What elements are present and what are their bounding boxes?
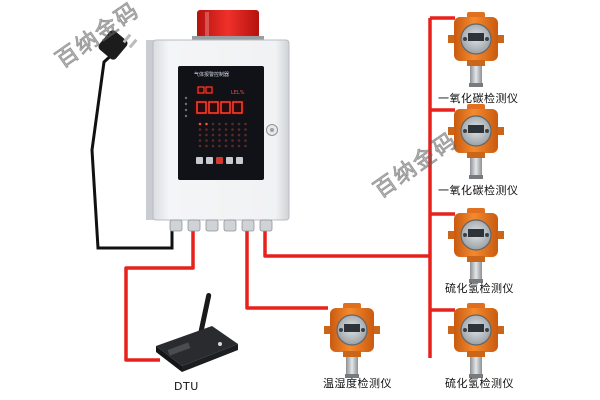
indicator-led: [224, 133, 228, 137]
controller-cabinet: [146, 10, 290, 232]
gas-detector: [448, 208, 504, 283]
indicator-led: [198, 144, 202, 148]
indicator-led: [237, 144, 241, 148]
indicator-led: [244, 139, 247, 142]
cable-glands: [169, 219, 273, 232]
wire-controller-to-bus: [263, 228, 430, 258]
detector-label-5: 温湿度检测仪: [323, 377, 392, 390]
indicator-led: [218, 128, 221, 131]
indicator-led: [224, 139, 228, 142]
indicator-led: [218, 139, 221, 142]
indicator-led: [205, 144, 208, 148]
indicator-led: [244, 133, 247, 137]
indicator-led: [231, 139, 234, 142]
gas-detector: [448, 12, 504, 87]
indicator-led: [231, 133, 234, 137]
gas-detector: [448, 104, 504, 179]
indicator-led: [198, 122, 202, 126]
panel-key-button[interactable]: [206, 157, 213, 164]
status-led: [184, 102, 188, 106]
indicator-led: [205, 133, 208, 137]
panel-key-button[interactable]: [196, 157, 203, 164]
indicator-led: [211, 144, 215, 148]
indicator-led: [218, 133, 221, 137]
indicator-led: [211, 133, 215, 137]
indicator-led: [218, 122, 221, 126]
panel-title: 气体报警控制器: [194, 72, 230, 78]
gas-detector: [324, 303, 380, 378]
detectors-layer: [324, 12, 504, 378]
panel-key-button[interactable]: [226, 157, 233, 164]
indicator-led: [237, 122, 241, 126]
indicator-led: [231, 144, 234, 148]
indicator-led: [244, 128, 247, 131]
indicator-led: [231, 128, 234, 131]
detector-label-3: 硫化氢检测仪: [445, 282, 514, 295]
status-led: [184, 108, 188, 112]
indicator-led: [205, 139, 208, 142]
indicator-led: [237, 139, 241, 142]
gas-detector: [448, 303, 504, 378]
indicator-led: [224, 144, 228, 148]
signal-wires: [124, 16, 455, 362]
panel-graphics: [184, 85, 247, 164]
status-led: [184, 114, 188, 118]
power-cord: [90, 30, 174, 250]
indicator-led: [237, 133, 241, 137]
wire-to-humidity: [245, 228, 328, 310]
indicator-led: [198, 139, 202, 142]
display-unit-label: LEL%: [231, 90, 245, 96]
wire-to-dtu: [124, 228, 195, 362]
indicator-led: [198, 128, 202, 131]
indicator-led: [244, 144, 247, 148]
indicator-led: [211, 122, 215, 126]
indicator-led: [211, 128, 215, 131]
indicator-led: [205, 122, 208, 126]
indicator-led: [231, 122, 234, 126]
indicator-led: [205, 128, 208, 131]
detector-label-4: 硫化氢检测仪: [445, 377, 514, 390]
indicator-led: [224, 122, 228, 126]
panel-key-button[interactable]: [236, 157, 243, 164]
dtu-device: [156, 292, 238, 372]
detector-label-2: 一氧化碳检测仪: [438, 184, 519, 197]
indicator-led: [211, 139, 215, 142]
panel-key-button[interactable]: [216, 157, 223, 164]
dtu-label: DTU: [174, 380, 199, 393]
alarm-light: [197, 10, 259, 38]
small-display: [196, 85, 214, 95]
indicator-led: [237, 128, 241, 131]
indicator-led: [198, 133, 202, 137]
indicator-led: [218, 144, 221, 148]
detector-label-1: 一氧化碳检测仪: [438, 92, 519, 105]
status-led: [184, 96, 188, 100]
indicator-led: [244, 122, 247, 126]
indicator-led: [224, 128, 228, 131]
